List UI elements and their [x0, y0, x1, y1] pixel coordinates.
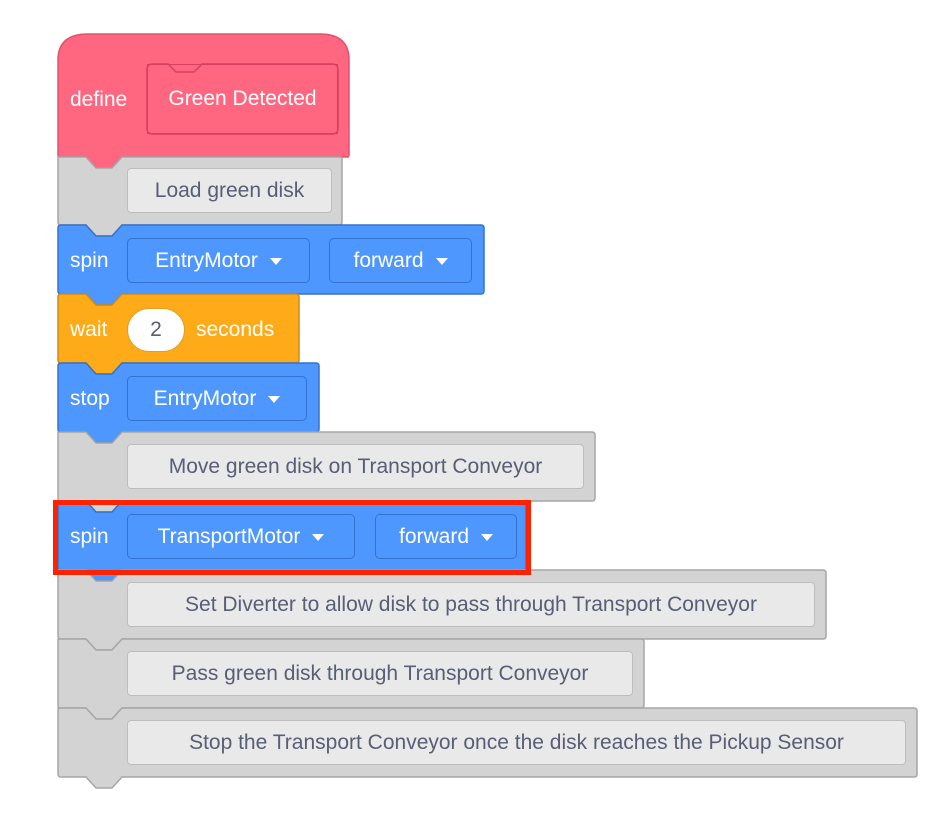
stop-keyword: stop: [70, 387, 110, 410]
comment-text-field[interactable]: Stop the Transport Conveyor once the dis…: [127, 720, 906, 765]
direction-dropdown-label: forward: [398, 524, 470, 548]
wait-unit-label: seconds: [196, 318, 275, 341]
define-keyword: define: [70, 88, 128, 111]
define-name-field[interactable]: Green Detected: [147, 64, 338, 134]
selection-highlight: [53, 500, 531, 575]
dropdown-caret-icon: [435, 258, 448, 265]
spin-keyword: spin: [70, 249, 109, 272]
dropdown-caret-icon: [312, 534, 325, 541]
dropdown-caret-icon: [268, 396, 281, 403]
wait-keyword: wait: [70, 318, 108, 341]
spin-keyword: spin: [70, 525, 109, 548]
motor-dropdown-label: EntryMotor: [153, 386, 257, 410]
dropdown-caret-icon: [269, 258, 282, 265]
motor-dropdown[interactable]: TransportMotor: [127, 514, 355, 559]
motor-dropdown[interactable]: EntryMotor: [127, 376, 307, 421]
motor-dropdown[interactable]: EntryMotor: [127, 238, 310, 283]
comment-text-field[interactable]: Pass green disk through Transport Convey…: [127, 651, 633, 696]
comment-text-field[interactable]: Set Diverter to allow disk to pass throu…: [127, 582, 815, 627]
dropdown-caret-icon: [481, 534, 494, 541]
direction-dropdown-label: forward: [353, 248, 424, 272]
direction-dropdown[interactable]: forward: [375, 514, 517, 559]
comment-text-field[interactable]: Load green disk: [127, 168, 332, 213]
direction-dropdown[interactable]: forward: [329, 238, 472, 283]
comment-text-field[interactable]: Move green disk on Transport Conveyor: [127, 444, 584, 489]
motor-dropdown-label: TransportMotor: [157, 524, 301, 548]
wait-seconds-input[interactable]: 2: [127, 308, 185, 352]
motor-dropdown-label: EntryMotor: [155, 248, 258, 272]
